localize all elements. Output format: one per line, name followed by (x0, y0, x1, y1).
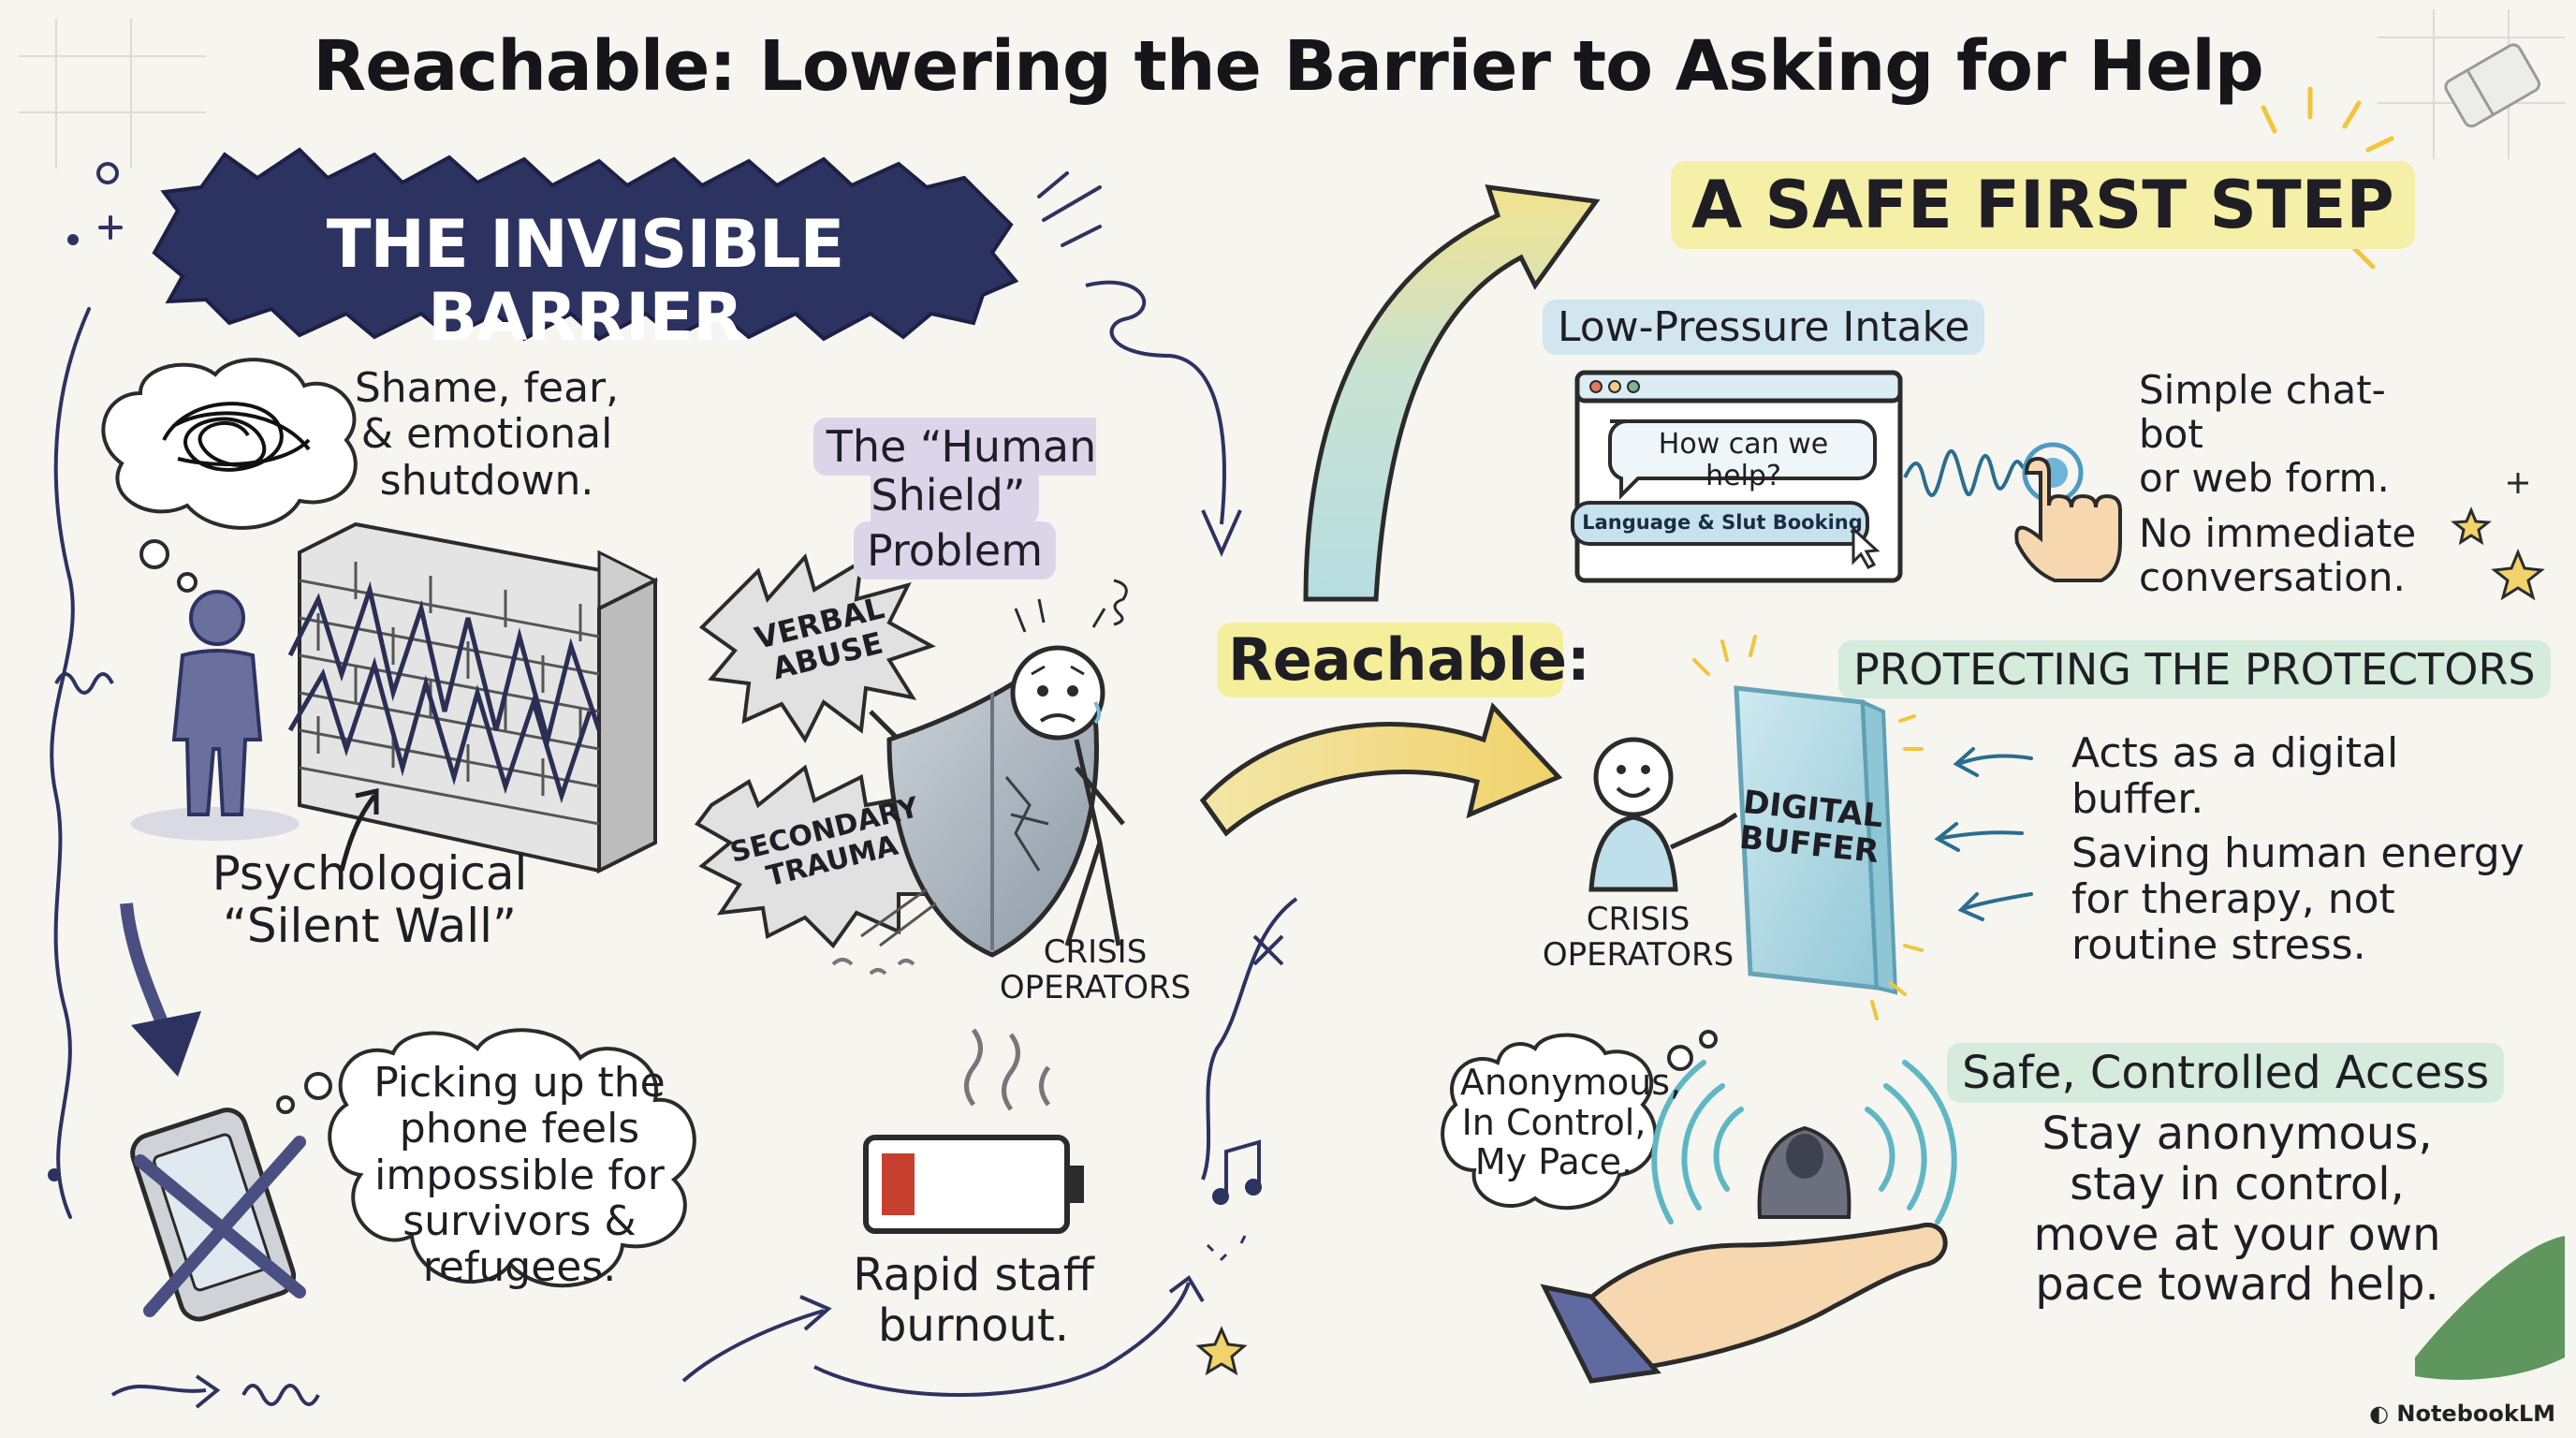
bottom-arrow-to-battery (681, 1309, 825, 1383)
signal-wave (1903, 448, 2026, 497)
left-squiggle-line (50, 307, 91, 1219)
buffer-glow-rays (1692, 635, 1924, 1020)
access-heading-text: Safe, Controlled Access (1947, 1043, 2505, 1103)
reachable-highlight (1217, 623, 1563, 697)
crisis-operators-label-left: CRISIS OPERATORS (978, 934, 1212, 1005)
squiggle-middle (1201, 897, 1298, 1181)
anon-thought-text: Anonymous, In Control, My Pace. (1460, 1062, 1682, 1183)
access-desc-line-1: Stay anonymous, (2042, 1108, 2433, 1160)
access-desc-line-2: stay in control, (2070, 1157, 2405, 1211)
buffer-desc-line-3: for therapy, not (2071, 874, 2395, 923)
music-note-icon (1212, 1139, 1262, 1205)
anon-thought-cloud (1441, 1030, 1718, 1211)
shame-line-3: shutdown. (379, 456, 594, 505)
phone-thought-line-1: Picking up the (373, 1059, 666, 1107)
intake-browser-window (1571, 370, 1903, 583)
crossed-out-phone-icon (130, 1108, 306, 1322)
safe-first-step-text: A SAFE FIRST STEP (1671, 161, 2415, 249)
invisible-barrier-banner-text: THE INVISIBLE BARRIER (326, 206, 845, 357)
silent-wall-bricks (287, 521, 659, 874)
down-arrow-to-phone (120, 902, 201, 1077)
sun-rays-decoration (2261, 86, 2399, 270)
low-battery-icon (863, 1028, 1084, 1234)
operator-smiley-figure (1588, 737, 1738, 892)
access-description: Stay anonymous, stay in control, move at… (2003, 1108, 2471, 1312)
chat-bubble-text: How can we help? (1658, 428, 1829, 492)
signal-rings (1651, 1060, 1957, 1225)
buffer-desc-line-2: Saving human energy (2071, 829, 2525, 877)
crisis-operator-with-shield (831, 579, 1128, 976)
curved-arrow-top-middle (1085, 280, 1226, 525)
phone-thought-line-2: phone feels (399, 1105, 640, 1153)
hooded-anonymous-figure (1757, 1125, 1852, 1219)
safe-access-heading: Safe, Controlled Access (1947, 1043, 2505, 1103)
safe-first-step-title: A SAFE FIRST STEP (1671, 161, 2415, 249)
anon-line-2: In Control, (1461, 1101, 1647, 1143)
phone-thought-line-4: survivors & (402, 1196, 637, 1245)
lonely-person-figure (131, 590, 300, 841)
wall-label-line-1: Psychological (212, 846, 528, 901)
intake-desc-line-2: or web form. (2139, 455, 2390, 502)
human-shield-heading: The “Human Shield” Problem (730, 418, 1179, 580)
intake-description: Simple chat-bot or web form. No immediat… (2139, 368, 2448, 599)
phone-thought-line-3: impossible for (374, 1151, 665, 1199)
access-desc-line-3: move at your own (2033, 1208, 2441, 1261)
incoming-stress-arrows (1934, 747, 2033, 921)
scribble-thought-cloud (101, 358, 358, 593)
reachable-label: Reachable: (1228, 625, 1590, 694)
shame-fear-text: Shame, fear, & emotional shutdown. (346, 365, 627, 504)
burnout-line-1: Rapid staff (853, 1249, 1094, 1301)
shame-line-2: & emotional (360, 410, 613, 459)
language-slot-booking-button[interactable]: Language & Slut Booking (1582, 511, 1863, 534)
crisis-line-right: CRISIS (1586, 901, 1690, 938)
notebooklm-label: NotebookLM (2396, 1401, 2555, 1427)
access-desc-line-4: pace toward help. (2035, 1258, 2439, 1312)
phone-thought-cloud (276, 1028, 696, 1288)
stars-decoration (2451, 506, 2545, 601)
phone-thought-text: Picking up the phone feels impossible fo… (360, 1059, 679, 1292)
burnout-line-2: burnout. (877, 1299, 1070, 1352)
phone-thought-line-5: refugees. (422, 1243, 617, 1292)
notebooklm-logo-icon: ◐ (2369, 1401, 2390, 1427)
anon-line-1: Anonymous, (1460, 1062, 1682, 1103)
operators-line-right: OPERATORS (1542, 936, 1734, 975)
staff-burnout-label: Rapid staff burnout. (824, 1249, 1123, 1352)
digital-buffer-panel (1734, 685, 1898, 995)
human-shield-line-1: The “Human Shield” (812, 418, 1097, 524)
silent-wall-label: Psychological “Silent Wall” (197, 847, 543, 952)
human-shield-line-2: Problem (853, 521, 1057, 580)
digital-buffer-label: DIGITAL BUFFER (1737, 784, 1884, 871)
intake-desc-line-3: No immediate (2139, 510, 2417, 557)
upward-hope-arrow (1303, 184, 1601, 602)
tapping-hand-icon (2014, 442, 2122, 582)
shame-line-1: Shame, fear, (354, 364, 620, 412)
protecting-protectors-heading: PROTECTING THE PROTECTORS (1838, 640, 2551, 698)
eraser-icon (2444, 43, 2541, 128)
page-title: Reachable: Lowering the Barrier to Askin… (313, 26, 2263, 107)
green-brush-stroke (2415, 1236, 2565, 1380)
intake-desc-line-1: Simple chat-bot (2139, 367, 2386, 458)
sideways-yellow-arrow (1199, 702, 1563, 837)
tiny-squiggles (54, 672, 320, 1406)
crisis-operators-label-right: CRISIS OPERATORS (1516, 902, 1760, 973)
operators-line: OPERATORS (999, 969, 1192, 1007)
intake-heading-text: Low-Pressure Intake (1543, 300, 1985, 355)
wall-pointer-arrow (339, 794, 377, 872)
wall-label-line-2: “Silent Wall” (223, 899, 517, 953)
buffer-desc-line-1: Acts as a digital buffer. (2071, 729, 2399, 824)
buffer-description: Acts as a digital buffer. Saving human e… (2071, 730, 2539, 968)
intake-desc-line-4: conversation. (2139, 554, 2406, 601)
small-star-bottom (1195, 1326, 1248, 1376)
low-pressure-intake-heading: Low-Pressure Intake (1543, 300, 1985, 355)
notebooklm-watermark: ◐ NotebookLM (2369, 1401, 2555, 1427)
sparkle-decorations (67, 162, 1102, 247)
invisible-barrier-banner (152, 147, 1019, 342)
bottom-arrow-to-reachable (813, 1282, 1191, 1397)
open-palm-hand (1540, 1222, 1948, 1384)
protectors-heading-text: PROTECTING THE PROTECTORS (1838, 640, 2551, 698)
anon-line-3: My Pace. (1474, 1141, 1633, 1183)
crisis-line: CRISIS (1043, 933, 1148, 971)
buffer-desc-line-4: routine stress. (2071, 921, 2366, 970)
